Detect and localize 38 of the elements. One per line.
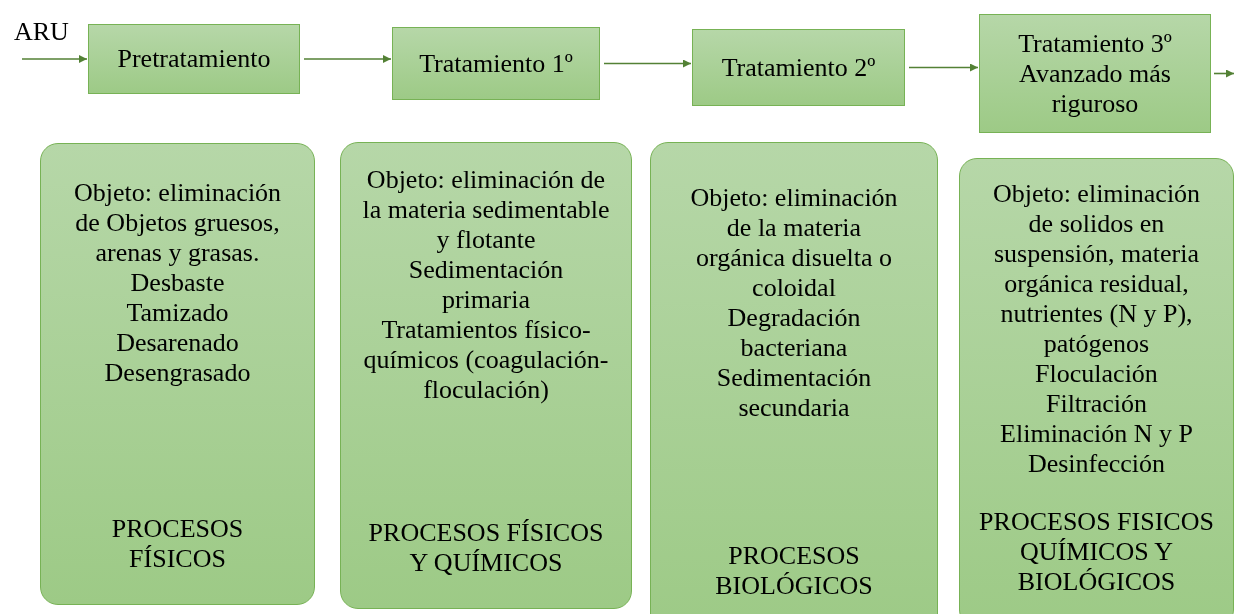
- process-box: [979, 14, 1211, 133]
- description-text: Degradación bacteriana: [726, 303, 862, 363]
- arrow: [1213, 69, 1235, 78]
- description-card: [959, 158, 1234, 614]
- step-text: Tratamiento 2º: [721, 52, 876, 83]
- description-text: Objeto: eliminación de Objetos gruesos, arenas y grasas.: [72, 178, 283, 268]
- category-text: PROCESOS BIOLÓGICOS: [714, 541, 874, 601]
- description-text: Objeto: eliminación de solidos en suspensión, materia orgánica residual, nutrientes (N y P), patógenos: [991, 179, 1202, 359]
- category-text: PROCESOS FÍSICOS Y QUÍMICOS: [367, 518, 605, 578]
- input-label: ARU: [14, 18, 69, 46]
- description-text: Sedimentación primaria: [407, 255, 565, 315]
- step-text: Pretratamiento: [117, 44, 271, 74]
- arrow: [303, 55, 392, 63]
- process-box: [692, 29, 905, 106]
- description-text: Desinfección: [1027, 449, 1166, 479]
- step-text: Tratamiento 1º: [419, 48, 573, 79]
- process-box: [88, 24, 300, 94]
- arrow: [603, 59, 692, 68]
- arrow: [908, 63, 979, 72]
- description-text: Tratamientos físico-químicos (coagulación-floculación): [362, 315, 610, 405]
- description-card: [40, 143, 315, 605]
- description-text: Filtración: [1045, 389, 1148, 419]
- description-text: Desengrasado: [104, 358, 251, 388]
- description-text: Objeto: eliminación de la materia orgánica disuelta o coloidal: [689, 183, 899, 303]
- description-text: Eliminación N y P: [1000, 419, 1193, 449]
- category-text: PROCESOS FISICOS QUÍMICOS Y BIOLÓGICOS: [978, 507, 1215, 597]
- arrow: [21, 55, 88, 63]
- process-box: [392, 27, 600, 100]
- description-text: Desarenado: [116, 328, 239, 358]
- description-card: [650, 142, 938, 614]
- description-text: Floculación: [1035, 359, 1158, 389]
- description-text: Tamizado: [126, 298, 229, 328]
- category-text: PROCESOS FÍSICOS: [110, 514, 245, 574]
- description-text: Sedimentación secundaria: [715, 363, 873, 423]
- description-text: Desbaste: [130, 268, 225, 298]
- step-text: Tratamiento 3º Avanzado más riguroso: [1017, 28, 1173, 119]
- description-card: [340, 142, 632, 609]
- description-text: Objeto: eliminación de la materia sedimentable y flotante: [362, 165, 610, 255]
